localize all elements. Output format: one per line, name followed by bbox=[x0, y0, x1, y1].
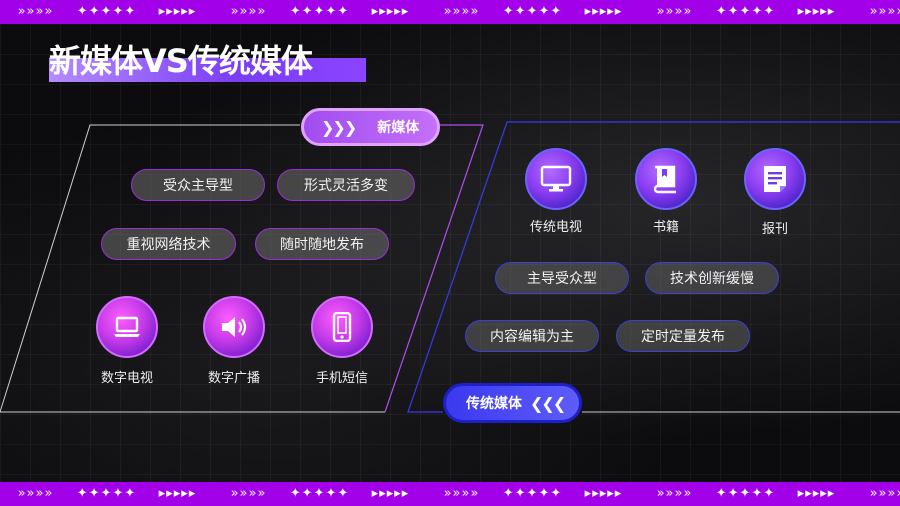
traditional-media-label: 传统媒体 bbox=[466, 396, 522, 412]
phone-icon bbox=[311, 296, 373, 358]
band-ornament: ✦✦✦✦✦ bbox=[715, 486, 776, 501]
chevron-right-icon: ❯❯❯ bbox=[321, 117, 357, 137]
new-media-label: 新媒体 bbox=[377, 120, 420, 136]
speaker-icon bbox=[203, 296, 265, 358]
new-frame-purple bbox=[384, 124, 484, 413]
title-highlight-bar bbox=[49, 58, 366, 82]
trad-channel-label-3: 报刊 bbox=[761, 222, 788, 237]
band-ornament: »»»» bbox=[869, 4, 900, 19]
bottom-band-pattern: »»»» ✦✦✦✦✦ ▸▸▸▸▸ »»»» ✦✦✦✦✦ ▸▸▸▸▸ »»»» ✦✦✦✦✦ ▸▸▸… bbox=[0, 482, 900, 506]
bottom-band: »»»» ✦✦✦✦✦ ▸▸▸▸▸ »»»» ✦✦✦✦✦ ▸▸▸▸▸ »»»» ✦✦✦✦✦ ▸▸▸… bbox=[0, 482, 900, 506]
new-feature-2: 形式灵活多变 bbox=[277, 169, 415, 201]
band-ornament: ✦✦✦✦✦ bbox=[715, 4, 776, 19]
band-ornament: »»»» bbox=[230, 4, 267, 19]
band-ornament: ▸▸▸▸▸ bbox=[584, 4, 623, 19]
traditional-media-tag: 传统媒体 ❮❮❮ bbox=[443, 383, 582, 423]
band-ornament: ✦✦✦✦✦ bbox=[76, 486, 137, 501]
band-ornament: ✦✦✦✦✦ bbox=[289, 486, 350, 501]
trad-feature-3: 内容编辑为主 bbox=[465, 320, 599, 352]
band-ornament: »»»» bbox=[17, 4, 54, 19]
band-ornament: ▸▸▸▸▸ bbox=[158, 4, 197, 19]
new-feature-3: 重视网络技术 bbox=[101, 228, 236, 260]
band-ornament: ▸▸▸▸▸ bbox=[584, 486, 623, 501]
band-ornament: ▸▸▸▸▸ bbox=[371, 4, 410, 19]
new-feature-1: 受众主导型 bbox=[131, 169, 265, 201]
band-ornament: »»»» bbox=[230, 486, 267, 501]
chevron-left-icon: ❮❮❮ bbox=[530, 393, 566, 413]
band-ornament: ▸▸▸▸▸ bbox=[371, 486, 410, 501]
laptop-icon bbox=[96, 296, 158, 358]
band-ornament: »»»» bbox=[17, 486, 54, 501]
band-ornament: ✦✦✦✦✦ bbox=[502, 4, 563, 19]
new-media-tag: ❯❯❯ 新媒体 bbox=[301, 108, 440, 146]
monitor-icon bbox=[525, 148, 587, 210]
band-ornament: ▸▸▸▸▸ bbox=[158, 486, 197, 501]
band-ornament: ▸▸▸▸▸ bbox=[797, 486, 836, 501]
new-frame-grey bbox=[0, 124, 385, 413]
band-ornament: ✦✦✦✦✦ bbox=[76, 4, 137, 19]
book-icon bbox=[635, 148, 697, 210]
band-ornament: »»»» bbox=[656, 4, 693, 19]
trad-channel-label-2: 书籍 bbox=[652, 220, 679, 235]
trad-feature-1: 主导受众型 bbox=[495, 262, 629, 294]
new-channel-label-3: 手机短信 bbox=[315, 371, 368, 386]
band-ornament: »»»» bbox=[869, 486, 900, 501]
trad-feature-4: 定时定量发布 bbox=[616, 320, 750, 352]
trad-frame-blue bbox=[407, 121, 900, 413]
trad-channel-label-1: 传统电视 bbox=[529, 220, 582, 235]
band-ornament: ▸▸▸▸▸ bbox=[797, 4, 836, 19]
new-channel-label-2: 数字广播 bbox=[207, 371, 260, 386]
band-ornament: »»»» bbox=[443, 4, 480, 19]
band-ornament: »»»» bbox=[443, 486, 480, 501]
band-ornament: ✦✦✦✦✦ bbox=[289, 4, 350, 19]
top-band-pattern: »»»» ✦✦✦✦✦ ▸▸▸▸▸ »»»» ✦✦✦✦✦ ▸▸▸▸▸ »»»» ✦✦✦✦✦ ▸▸▸… bbox=[0, 0, 900, 24]
top-band: »»»» ✦✦✦✦✦ ▸▸▸▸▸ »»»» ✦✦✦✦✦ ▸▸▸▸▸ »»»» ✦✦✦✦✦ ▸▸▸… bbox=[0, 0, 900, 24]
trad-feature-2: 技术创新缓慢 bbox=[645, 262, 779, 294]
new-feature-4: 随时随地发布 bbox=[255, 228, 389, 260]
band-ornament: ✦✦✦✦✦ bbox=[502, 486, 563, 501]
new-channel-label-1: 数字电视 bbox=[100, 371, 153, 386]
page-title: 新媒体VS传统媒体 bbox=[49, 42, 313, 80]
band-ornament: »»»» bbox=[656, 486, 693, 501]
newspaper-icon bbox=[744, 148, 806, 210]
